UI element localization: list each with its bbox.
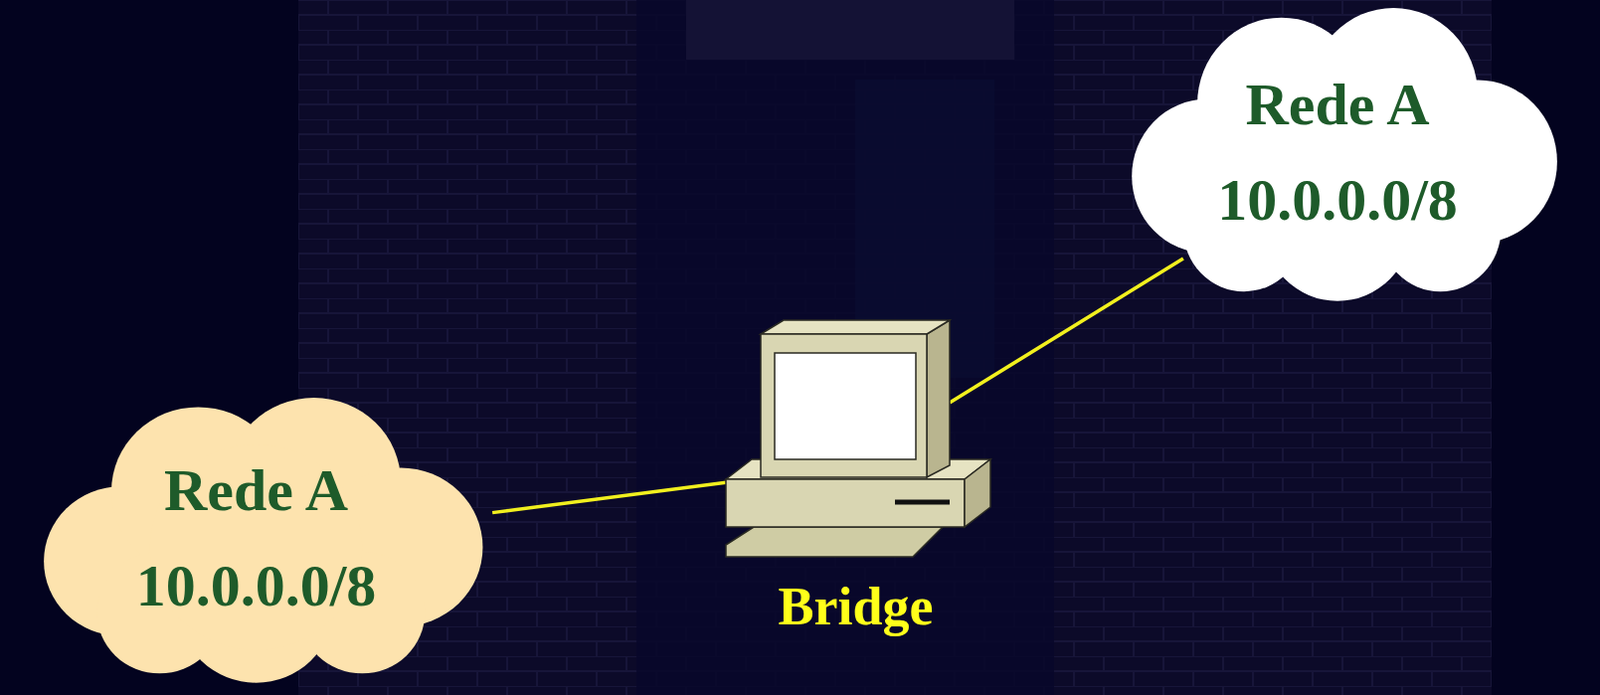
network-cloud: Rede A10.0.0.0/8 — [1103, 7, 1572, 297]
base-front — [725, 479, 965, 528]
network-address: 10.0.0.0/8 — [136, 537, 377, 634]
network-name: Rede A — [164, 442, 349, 538]
keyboard — [725, 527, 943, 557]
network-name: Rede A — [1245, 56, 1430, 153]
bridge-computer: Bridge — [725, 320, 950, 559]
gate — [686, 0, 1015, 60]
drive-slot — [894, 500, 950, 506]
doorway — [636, 0, 1055, 695]
computer-symbol — [725, 320, 950, 559]
monitor-top — [760, 320, 950, 335]
monitor-front — [760, 334, 927, 478]
base-side — [964, 459, 991, 528]
network-cloud: Rede A10.0.0.0/8 — [14, 397, 498, 679]
network-link — [492, 482, 726, 513]
cloud-shape — [1103, 7, 1572, 297]
brick-wall — [298, 0, 1492, 695]
network-link — [949, 258, 1184, 403]
screen — [774, 353, 916, 460]
network-address: 10.0.0.0/8 — [1217, 152, 1458, 248]
cloud-lobe — [1235, 55, 1441, 268]
monitor-side — [926, 320, 950, 478]
cloud-shape — [14, 397, 498, 679]
device-label: Bridge — [743, 574, 968, 639]
